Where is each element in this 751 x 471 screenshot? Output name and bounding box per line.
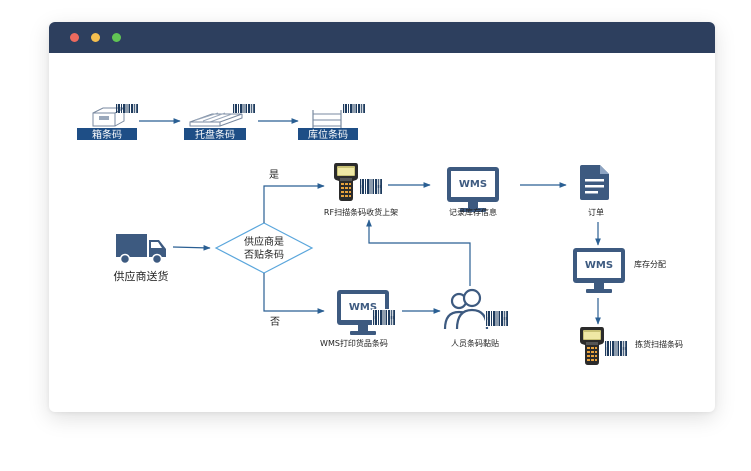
yes-label: 是: [269, 169, 279, 181]
arrow-yes-branch: [263, 183, 325, 223]
wms-record-text: WMS: [459, 179, 487, 190]
pallet-barcode-label-bg: [184, 128, 246, 140]
arrow-truck-to-decision: [172, 244, 211, 251]
decision-label-line2: 否贴条码: [244, 248, 284, 261]
wms-alloc-monitor-icon: WMS: [573, 248, 625, 293]
location-barcode-label: 库位条码: [308, 128, 348, 141]
staff-label-label: 人员条码黏贴: [451, 338, 499, 348]
box-barcode-label: 箱条码: [92, 128, 122, 141]
wms-record-monitor-icon: WMS: [447, 167, 499, 212]
location-barcode-label-bg: [298, 128, 358, 140]
maximize-dot[interactable]: [112, 33, 121, 42]
wms-print-text: WMS: [349, 302, 377, 313]
box-barcode-label-bg: [77, 128, 137, 140]
wms-alloc-text: WMS: [585, 260, 613, 271]
truck-icon: [116, 234, 166, 265]
rf-scanner-icon: [334, 163, 383, 201]
title-bar: [49, 22, 715, 53]
wms-print-monitor-icon: WMS: [337, 290, 396, 335]
pallet-icon: [189, 104, 255, 127]
document-icon: [580, 165, 609, 200]
pick-scanner-icon: [580, 327, 628, 365]
arrow-no-branch: [263, 273, 325, 314]
pick-scan-label: 拣货扫描条码: [635, 339, 683, 349]
arrow-staff-to-rf: [366, 219, 471, 286]
record-inventory-label: 记录库存信息: [449, 207, 497, 217]
app-window: [49, 22, 715, 412]
no-label: 否: [270, 316, 280, 328]
people-icon: [443, 288, 509, 330]
minimize-dot[interactable]: [91, 33, 100, 42]
box-icon: [92, 104, 138, 127]
close-dot[interactable]: [70, 33, 79, 42]
order-label: 订单: [588, 207, 604, 217]
pallet-barcode-label: 托盘条码: [195, 128, 235, 141]
decision-label-line1: 供应商是: [244, 235, 284, 248]
supplier-delivery-label: 供应商送货: [114, 269, 169, 283]
shelf-icon: [312, 104, 365, 128]
inventory-alloc-label: 库存分配: [634, 259, 666, 269]
rf-scan-label: RF扫描条码收货上架: [324, 207, 398, 217]
decision-diamond: [214, 222, 314, 274]
wms-print-label: WMS打印货品条码: [320, 338, 388, 348]
